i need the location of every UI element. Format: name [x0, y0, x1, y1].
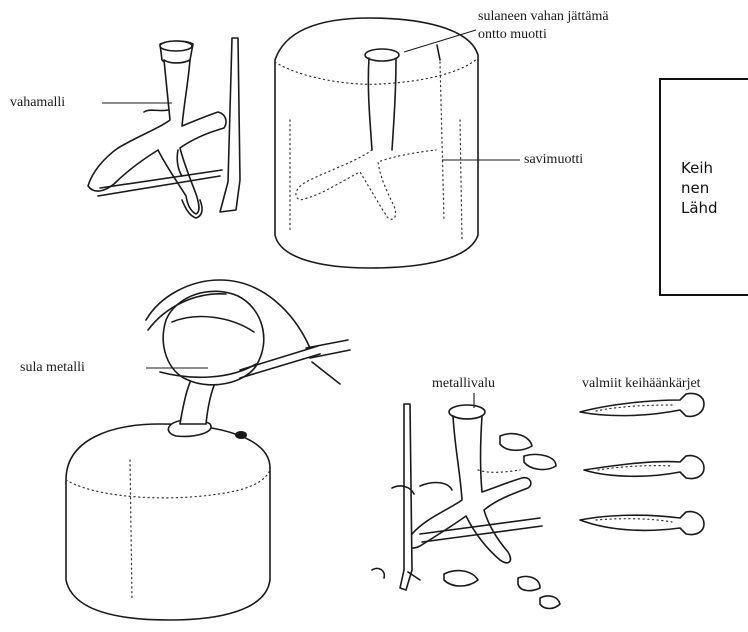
- clay-mould-label: savimuotti: [524, 151, 583, 168]
- finished-spearheads-label: valmiit keihäänkärjet: [582, 375, 701, 392]
- spearheads-drawing: [580, 393, 704, 534]
- molten-metal-label: sula metalli: [20, 359, 85, 376]
- caption-box: Keih nen Lähd: [659, 78, 748, 296]
- hollow-mould-label-line-1: sulaneen vahan jättämä: [478, 8, 609, 25]
- metal-casting-drawing: [372, 393, 560, 609]
- caption-line-2: nen: [681, 178, 709, 198]
- wax-model-label: vahamalli: [10, 94, 65, 111]
- hollow-mould-label-line-2: ontto muotti: [478, 26, 547, 43]
- clay-mould-drawing: [275, 18, 520, 268]
- pouring-drawing: [66, 280, 350, 620]
- caption-line-3: Lähd: [681, 198, 718, 218]
- caption-line-1: Keih: [681, 158, 713, 178]
- metal-casting-label: metallivalu: [432, 375, 495, 392]
- wax-model-drawing: [88, 38, 240, 218]
